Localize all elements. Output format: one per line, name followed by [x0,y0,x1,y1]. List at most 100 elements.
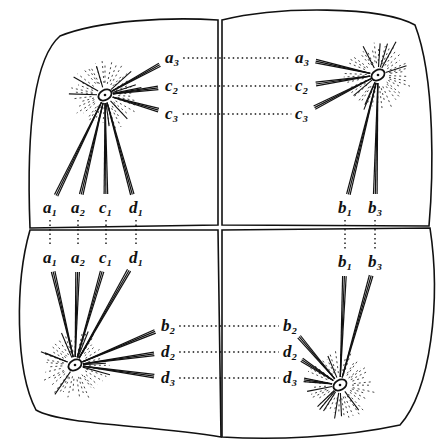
spindle-fibre [107,103,131,195]
spindle-fibre [75,272,79,357]
aster-ray [349,368,361,378]
aster-ray [352,389,366,394]
chromosome-label: d₁ [128,249,144,267]
aster-ray [105,63,106,83]
spindle-fibre [107,103,132,195]
aster-ray [354,382,373,384]
aster-ray [43,371,63,381]
aster-ray [73,97,92,99]
spindle-fibre [74,77,99,91]
aster-ray [387,60,400,69]
aster-ray [387,82,401,94]
spindle-fibre [105,103,108,194]
chromosome-label: b₃ [367,199,383,217]
aster-ray [389,77,407,81]
spindle-fibre [111,71,131,89]
aster-ray [345,396,353,415]
aster-ray [79,100,94,107]
spindle-fibre [83,367,110,375]
spindle-fibre [320,391,335,409]
aster-ray [112,106,120,118]
spindle-fibres [41,42,407,419]
spindle-fibre [300,336,334,379]
chromosome-label: b₁ [337,199,353,217]
pairing-line [183,85,292,86]
cell-outline [29,19,218,228]
spindle-fibre [364,82,375,109]
aster-ray [103,107,104,123]
aster-ray [389,75,407,77]
aster-ray [77,380,79,397]
aster-ray [118,95,132,97]
aster-ray [338,399,340,412]
chromosome-label: b₁ [337,253,353,271]
aster-ray [83,337,93,353]
spindle-fibre [340,276,346,377]
pairing-line [374,220,375,250]
spindle-fibre [328,356,337,378]
spindle-fibre [113,88,158,94]
aster-ray [348,394,363,410]
chromosome-label: c₂ [294,77,309,95]
chromosome-label: b₂ [282,317,298,335]
spindle-fibre [111,101,128,119]
aster-ray [352,377,365,381]
aster-ray [55,375,68,392]
centriole [339,384,342,387]
aster-ray [374,43,376,64]
pairing-line [179,351,279,352]
spindle-fibre [55,271,73,357]
chromosome-label: b₃ [367,253,383,271]
aster-ray [351,371,368,379]
chromosome-label: c₁ [98,199,113,217]
pairing-line [183,57,291,58]
aster-ray [102,60,104,83]
spindle-fibre [69,93,97,95]
pairing-line [105,220,106,246]
aster-ray [351,367,367,378]
chromosome-label: a₃ [164,49,180,67]
centrosome [369,67,386,83]
aster-ray [45,369,60,373]
chromosome-label: a₂ [70,249,86,267]
aster-rays [43,43,410,418]
chromosome-label: c₂ [164,77,179,95]
spindle-fibre [41,352,68,362]
pairing-line [183,113,292,114]
cell-outline [222,10,432,226]
spindle-fibre [83,356,154,364]
chromosome-label: c₃ [294,105,309,123]
aster-ray [349,59,365,68]
pairing-line [49,220,50,246]
spindle-fibre [386,66,407,73]
aster-ray [71,88,92,93]
aster-ray [48,366,62,367]
aster-ray [372,49,375,62]
aster-ray [352,385,371,386]
aster-ray [347,363,354,374]
spindle-fibre [104,103,106,194]
centriole [104,94,107,97]
aster-ray [386,86,396,99]
spindle-fibre [382,42,396,68]
spindle-fibre [83,352,154,364]
chromosome-label: a₁ [42,249,58,267]
centrosomes [66,67,386,393]
aster-ray [82,375,91,388]
chromosome-pairing-lines [50,58,375,378]
pairing-line [77,220,78,246]
spindle-fibre [97,66,103,87]
pairing-line [179,325,279,326]
aster-ray [79,377,84,393]
aster-ray [379,86,382,109]
pairing-line [179,377,279,378]
spindle-fibre [335,393,339,419]
aster-ray [388,80,401,87]
spindle-fibre [104,103,105,194]
spindle-fibre [379,43,381,67]
centriole [74,364,77,367]
aster-ray [311,390,328,398]
aster-ray [353,388,375,393]
